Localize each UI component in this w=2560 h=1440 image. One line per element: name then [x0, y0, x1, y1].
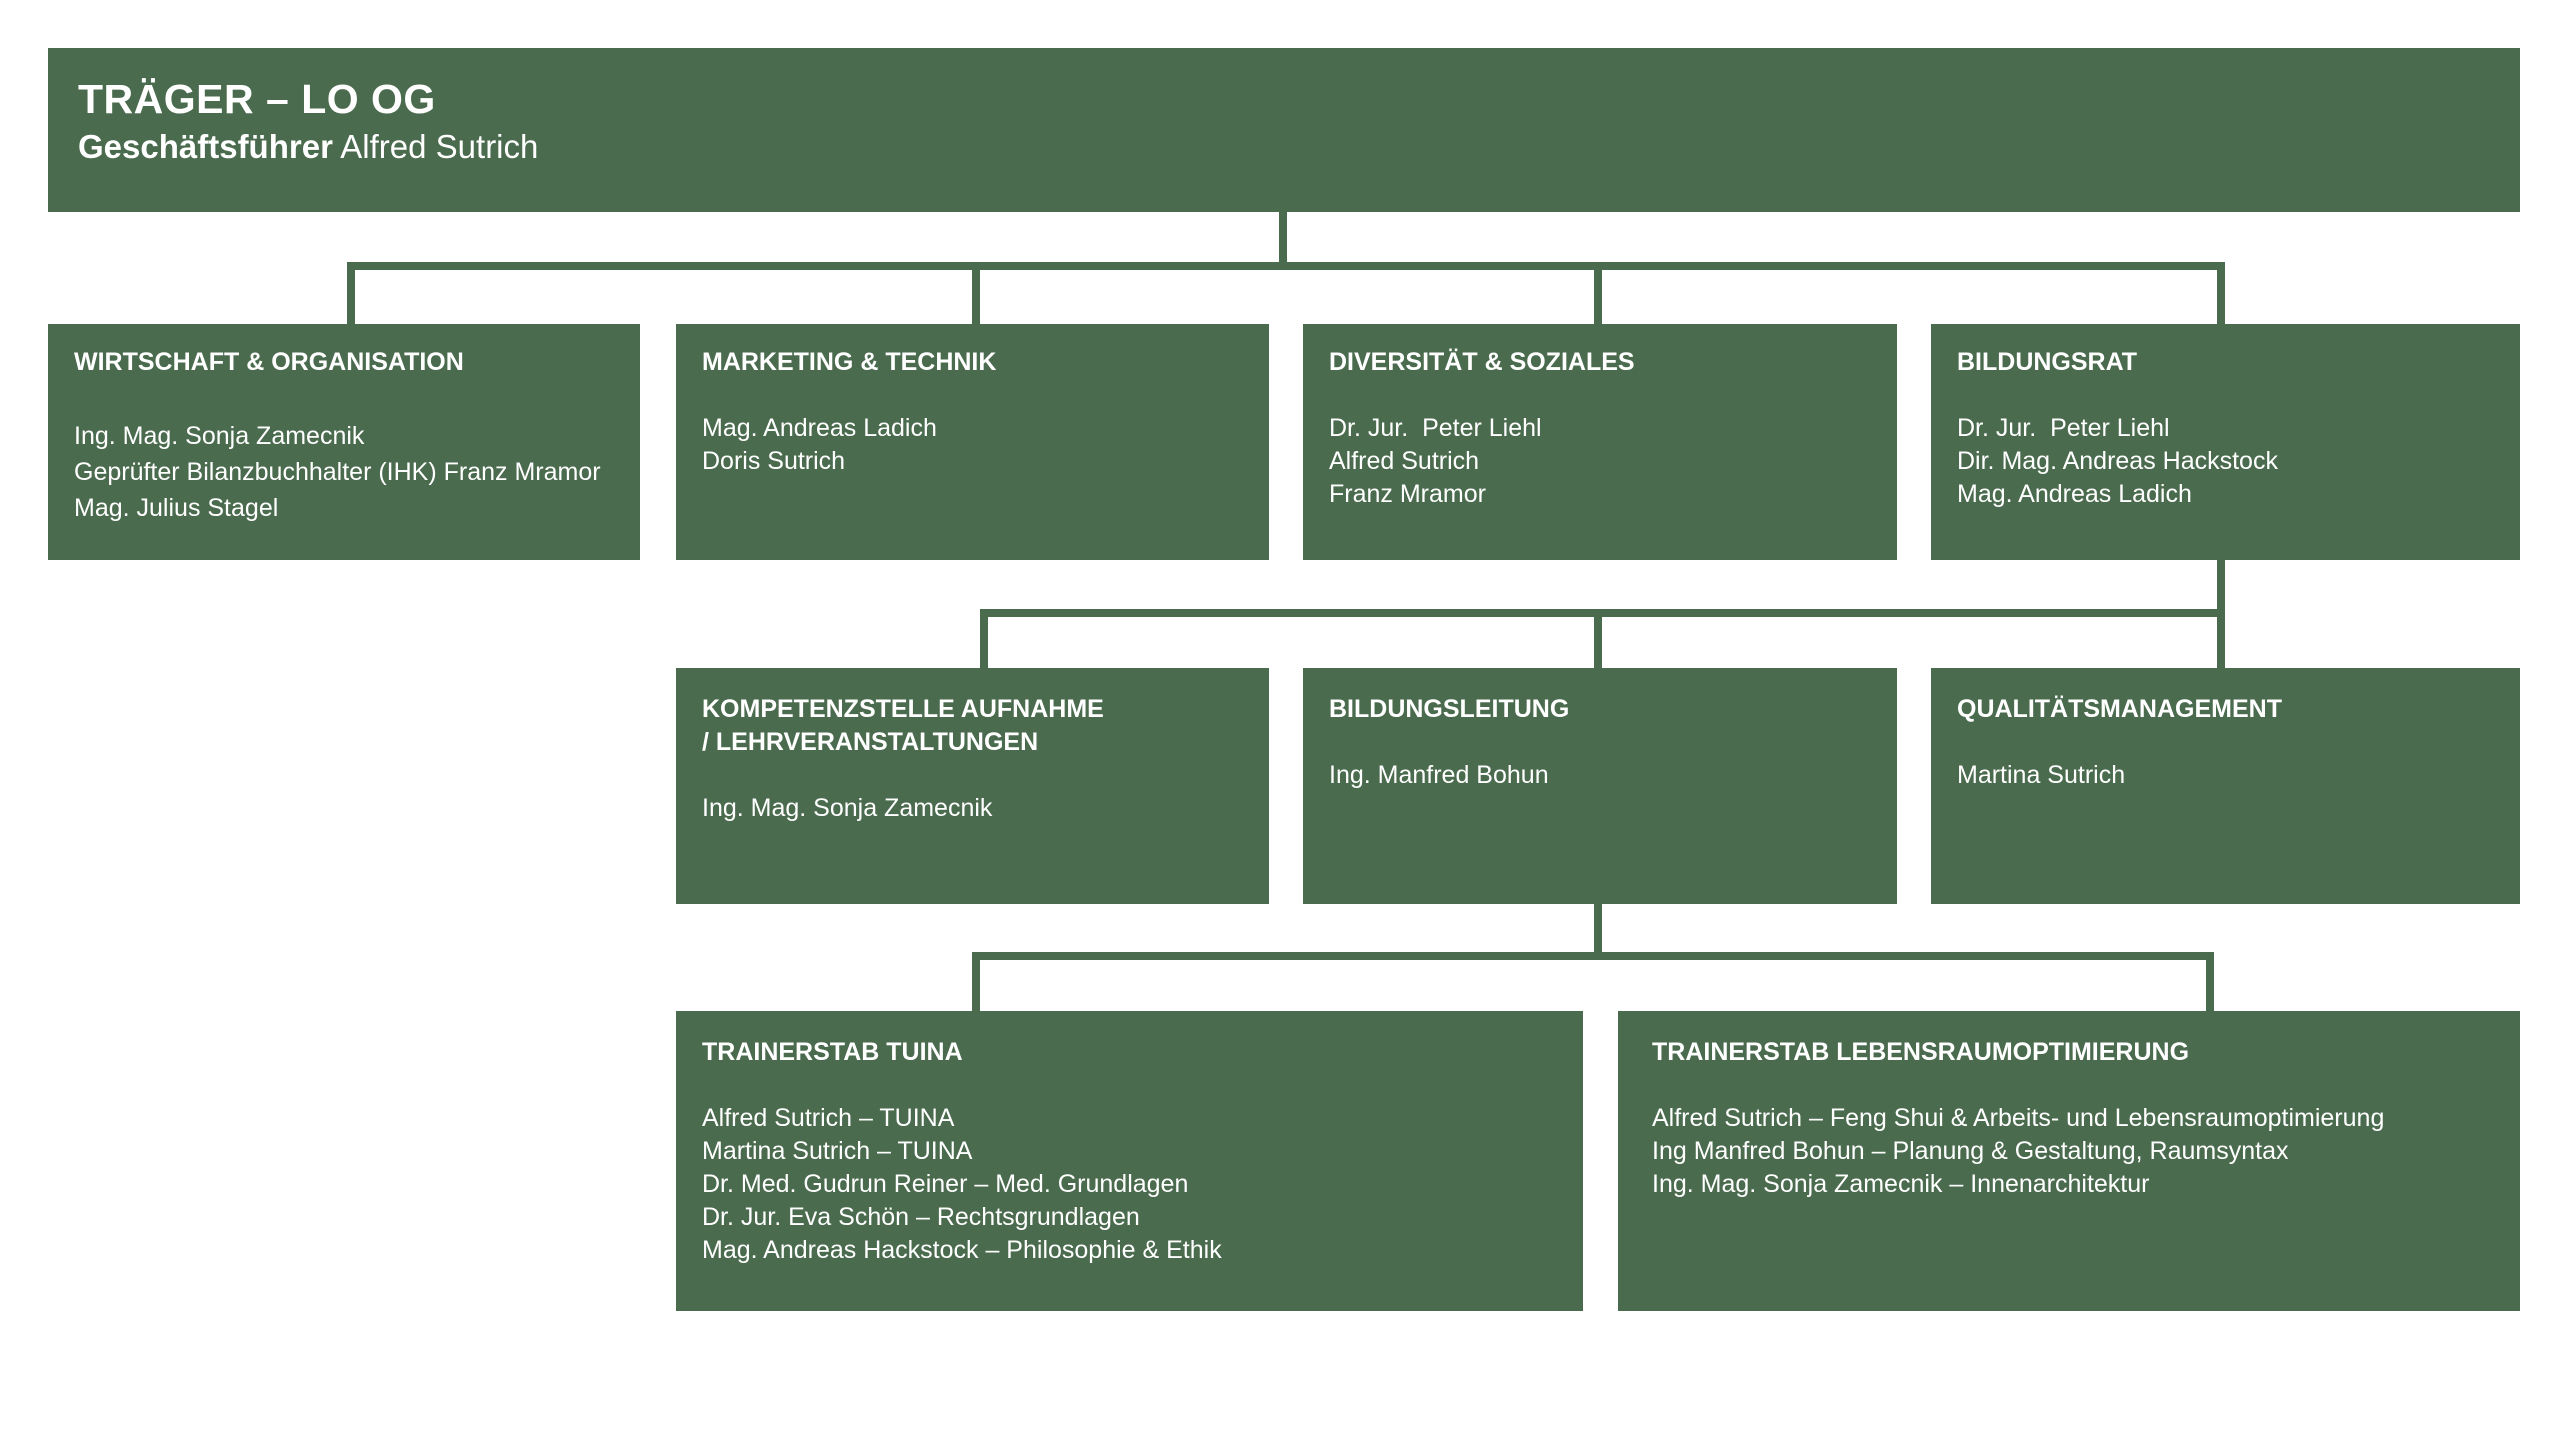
member: Ing. Manfred Bohun: [1329, 761, 1549, 789]
org-title: TRÄGER – LO OG: [78, 76, 436, 122]
unit-title: BILDUNGSLEITUNG: [1329, 695, 1570, 723]
member: Geprüfter Bilanzbuchhalter (IHK) Franz M…: [74, 458, 601, 486]
connector-level1-horizontal: [347, 262, 2225, 270]
member: Ing. Mag. Sonja Zamecnik: [702, 794, 993, 822]
org-box-marketing: MARKETING & TECHNIK Mag. Andreas Ladich …: [676, 324, 1269, 560]
member-list: Ing. Manfred Bohun: [1329, 759, 1549, 792]
unit-title: DIVERSITÄT & SOZIALES: [1329, 348, 1635, 376]
member-list: Alfred Sutrich – TUINA Martina Sutrich –…: [702, 1102, 1222, 1267]
member: Dr. Jur. Peter Liehl: [1329, 414, 1542, 442]
unit-title-line2: / LEHRVERANSTALTUNGEN: [702, 728, 1039, 756]
member-list: Dr. Jur. Peter Liehl Alfred Sutrich Fran…: [1329, 412, 1542, 511]
org-box-kompetenzstelle: KOMPETENZSTELLE AUFNAHME / LEHRVERANSTAL…: [676, 668, 1269, 904]
unit-title: MARKETING & TECHNIK: [702, 348, 997, 376]
org-subtitle: Geschäftsführer Alfred Sutrich: [78, 128, 538, 166]
member-list: Ing. Mag. Sonja Zamecnik Geprüfter Bilan…: [74, 418, 601, 526]
member: Alfred Sutrich: [1329, 447, 1480, 475]
member: Mag. Andreas Ladich: [1957, 480, 2192, 508]
member: Martina Sutrich: [1957, 761, 2126, 789]
org-box-qualitaetsmanagement: QUALITÄTSMANAGEMENT Martina Sutrich: [1931, 668, 2520, 904]
unit-title: WIRTSCHAFT & ORGANISATION: [74, 348, 464, 376]
member-list: Alfred Sutrich – Feng Shui & Arbeits- un…: [1652, 1102, 2384, 1201]
member: Franz Mramor: [1329, 480, 1486, 508]
member: Martina Sutrich – TUINA: [702, 1137, 973, 1165]
connector-bildungsleitung-vertical: [1594, 903, 1602, 957]
member-list: Martina Sutrich: [1957, 759, 2125, 792]
member: Dr. Jur. Eva Schön – Rechtsgrundlagen: [702, 1203, 1140, 1231]
connector-level2-drop-1: [980, 609, 988, 668]
member: Ing. Mag. Sonja Zamecnik – Innenarchitek…: [1652, 1170, 2150, 1198]
org-box-bildungsleitung: BILDUNGSLEITUNG Ing. Manfred Bohun: [1303, 668, 1897, 904]
member: Ing Manfred Bohun – Planung & Gestaltung…: [1652, 1137, 2289, 1165]
member: Alfred Sutrich – TUINA: [702, 1104, 955, 1132]
role-name: Alfred Sutrich: [340, 128, 539, 165]
org-box-trainerstab-lebensraum: TRAINERSTAB LEBENSRAUMOPTIMIERUNG Alfred…: [1618, 1011, 2520, 1311]
org-box-diversitaet: DIVERSITÄT & SOZIALES Dr. Jur. Peter Lie…: [1303, 324, 1897, 560]
org-box-wirtschaft: WIRTSCHAFT & ORGANISATION Ing. Mag. Sonj…: [48, 324, 640, 560]
connector-level1-drop-2: [972, 262, 980, 324]
connector-level1-drop-4: [2217, 262, 2225, 324]
connector-level1-drop-3: [1594, 262, 1602, 324]
unit-title: TRAINERSTAB TUINA: [702, 1038, 963, 1066]
member: Ing. Mag. Sonja Zamecnik: [74, 422, 365, 450]
member: Dir. Mag. Andreas Hackstock: [1957, 447, 2278, 475]
org-box-trainerstab-tuina: TRAINERSTAB TUINA Alfred Sutrich – TUINA…: [676, 1011, 1583, 1311]
member-list: Dr. Jur. Peter Liehl Dir. Mag. Andreas H…: [1957, 412, 2278, 511]
unit-title: QUALITÄTSMANAGEMENT: [1957, 695, 2282, 723]
connector-level3-drop-1: [972, 952, 980, 1011]
member-list: Mag. Andreas Ladich Doris Sutrich: [702, 412, 937, 478]
member: Mag. Andreas Ladich: [702, 414, 937, 442]
member: Doris Sutrich: [702, 447, 846, 475]
member: Dr. Jur. Peter Liehl: [1957, 414, 2170, 442]
connector-level1-drop-1: [347, 262, 355, 324]
member: Mag. Julius Stagel: [74, 494, 279, 522]
member: Mag. Andreas Hackstock – Philosophie & E…: [702, 1236, 1222, 1264]
unit-title: TRAINERSTAB LEBENSRAUMOPTIMIERUNG: [1652, 1038, 2190, 1066]
connector-level2-drop-2: [1594, 609, 1602, 668]
member: Dr. Med. Gudrun Reiner – Med. Grundlagen: [702, 1170, 1189, 1198]
org-box-traeger: TRÄGER – LO OG Geschäftsführer Alfred Su…: [48, 48, 2520, 212]
unit-title: BILDUNGSRAT: [1957, 348, 2138, 376]
connector-top-vertical: [1279, 210, 1287, 266]
connector-level2-horizontal: [980, 609, 2225, 617]
org-box-bildungsrat: BILDUNGSRAT Dr. Jur. Peter Liehl Dir. Ma…: [1931, 324, 2520, 560]
connector-level3-horizontal: [972, 952, 2214, 960]
unit-title-line1: KOMPETENZSTELLE AUFNAHME: [702, 695, 1104, 723]
role-label: Geschäftsführer: [78, 128, 333, 165]
connector-level3-drop-2: [2206, 952, 2214, 1011]
unit-title: KOMPETENZSTELLE AUFNAHME / LEHRVERANSTAL…: [702, 693, 1104, 759]
member: Alfred Sutrich – Feng Shui & Arbeits- un…: [1652, 1104, 2385, 1132]
member-list: Ing. Mag. Sonja Zamecnik: [702, 792, 992, 825]
